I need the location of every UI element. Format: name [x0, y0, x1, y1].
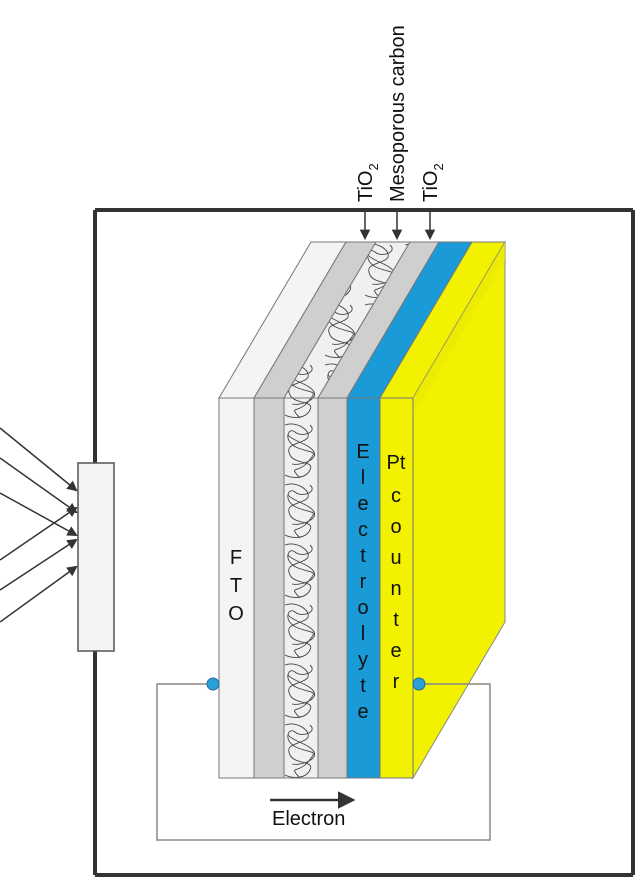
label-char: t: [393, 609, 399, 631]
label-char: o: [390, 516, 401, 538]
label-char: r: [393, 671, 400, 693]
tio2-right-front: [317, 397, 348, 779]
wire-right: [300, 683, 491, 841]
label-char: n: [390, 578, 401, 600]
label-char: e: [390, 640, 401, 662]
fto-label: FTO: [228, 547, 244, 625]
label-char: T: [230, 575, 242, 597]
label-char: c: [391, 485, 401, 507]
label-char: t: [360, 675, 366, 697]
mesoporous-carbon-label: Mesoporous carbon: [387, 25, 409, 202]
light-rays: [0, 427, 78, 623]
label-char: y: [358, 649, 368, 671]
fto-contact-node: [206, 677, 220, 691]
label-char: l: [361, 467, 365, 489]
label-char: c: [358, 519, 368, 541]
label-char: F: [230, 547, 242, 569]
label-char: t: [360, 545, 366, 567]
wire-left: [156, 683, 300, 841]
light-ray-arrow: [0, 506, 78, 561]
light-ray-arrow: [0, 565, 78, 623]
counter-front: [379, 397, 414, 779]
label-char: o: [357, 597, 368, 619]
layer-top-faces: [218, 241, 506, 399]
counter-contact-node: [412, 677, 426, 691]
light-ray-arrow: [0, 457, 78, 514]
light-ray-arrow: [0, 427, 78, 492]
label-char: e: [357, 493, 368, 515]
tio2-left-label: TiO2: [355, 163, 381, 202]
label-char: l: [361, 623, 365, 645]
label-char: e: [357, 701, 368, 723]
label-char: E: [356, 441, 369, 463]
label-char: u: [390, 547, 401, 569]
label-char: O: [228, 603, 244, 625]
counter-side-shade: [413, 242, 505, 416]
light-ray-arrow: [0, 492, 78, 537]
electrolyte-front: [346, 397, 381, 779]
label-char: r: [360, 571, 367, 593]
carbon-front: [283, 397, 319, 779]
external-circuit: [156, 683, 491, 841]
pt-label: Pt: [387, 452, 406, 474]
light-window: [77, 462, 115, 652]
top-pointer-arrows: [359, 210, 436, 241]
fto-front: [218, 397, 255, 779]
tio2-left-front: [253, 397, 285, 779]
outer-frame: [93, 208, 635, 877]
electron-label: Electron: [272, 808, 345, 830]
light-ray-arrow: [0, 538, 78, 591]
tio2-right-label: TiO2: [420, 163, 446, 202]
layer-front-faces: [218, 397, 414, 779]
